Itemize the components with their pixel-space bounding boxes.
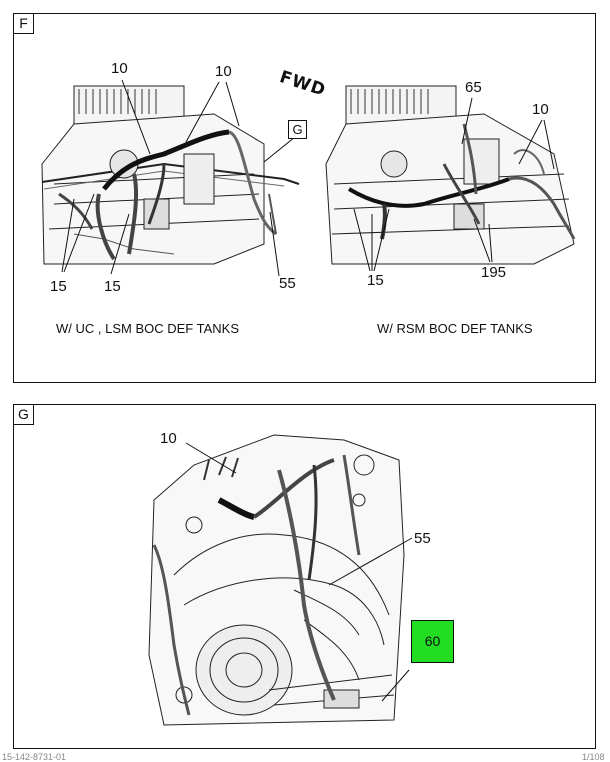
callout-55: 55 [414,530,431,547]
engine-line-drawing-g [148,434,413,726]
caption-left: W/ UC , LSM BOC DEF TANKS [56,321,239,336]
transmission-illustration [148,434,405,726]
highlighted-callout-label: 60 [424,633,441,649]
right-engine-illustration [325,85,576,265]
detail-panel-f: F [13,13,596,383]
footer-left: 15-142-8731-01 [2,752,67,762]
left-engine-illustration [41,85,300,265]
detail-panel-g: G 10 55 60 [13,404,596,749]
panel-tag: F [14,14,34,34]
leader-lines-g [185,442,413,702]
callout-15-right: 15 [367,272,384,289]
engine-line-drawing-f [41,79,576,277]
callout-10-right: 10 [532,101,549,118]
callout-65-right: 65 [465,79,482,96]
footer-right: 1/108 [582,752,605,762]
callout-10-left-a: 10 [111,60,128,77]
callout-10-left-b: 10 [215,63,232,80]
callout-15-left-a: 15 [50,278,67,295]
leader-lines-f [61,79,555,277]
caption-right: W/ RSM BOC DEF TANKS [377,321,533,336]
callout-195-right: 195 [481,264,507,281]
callout-15-left-b: 15 [104,278,121,295]
inset-reference-tag: G [288,120,307,139]
highlighted-callout-60: 60 [411,620,454,663]
callout-10: 10 [160,430,177,447]
callout-55-left: 55 [279,275,296,292]
panel-tag: G [14,405,34,425]
